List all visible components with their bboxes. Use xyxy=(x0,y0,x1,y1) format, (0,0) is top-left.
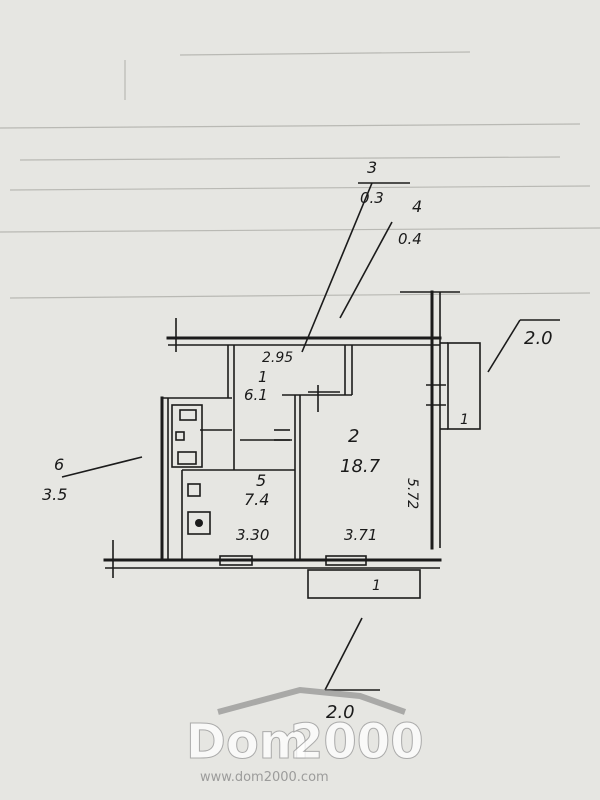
right-side-dimension: 5.72 xyxy=(404,478,420,509)
room-6-area: 3.5 xyxy=(42,485,67,504)
leader-lines xyxy=(61,182,410,478)
background-faint-text xyxy=(0,51,600,299)
bottom-right-dimension: 3.71 xyxy=(344,526,377,544)
balcony-bottom-inner-label: 1 xyxy=(372,578,381,594)
bottom-left-dimension: 3.30 xyxy=(236,526,269,544)
sink-icon xyxy=(175,409,197,441)
room-2-number: 2 xyxy=(348,426,359,447)
room-4-number: 4 xyxy=(412,197,422,216)
room-3-number: 3 xyxy=(367,158,377,177)
dom2000-watermark: Dom 2000 www.dom2000.com xyxy=(186,686,424,785)
watermark-url: www.dom2000.com xyxy=(200,770,329,785)
window-marks xyxy=(219,384,446,566)
walls xyxy=(103,290,460,578)
balcony-right-area: 2.0 xyxy=(524,328,553,349)
top-width-dimension: 2.95 xyxy=(262,350,293,366)
kitchen-sink-icon xyxy=(187,483,201,497)
room-3-area: 0.3 xyxy=(360,189,384,207)
watermark-roof-icon xyxy=(217,686,407,715)
room-2-area: 18.7 xyxy=(340,456,381,477)
stove-icon xyxy=(187,511,211,535)
room-1-number: 1 xyxy=(258,368,268,386)
room-1-area: 6.1 xyxy=(244,386,268,404)
balcony-right-inner-label: 1 xyxy=(460,412,469,428)
room-5-number: 5 xyxy=(256,471,266,490)
bathtub-icon xyxy=(171,404,232,468)
balcony-bottom-area: 2.0 xyxy=(326,702,355,723)
room-5-area: 7.4 xyxy=(244,490,269,509)
watermark-brand-suffix: 2000 xyxy=(290,714,424,770)
balcony-bottom xyxy=(307,569,421,691)
balcony-right xyxy=(440,319,560,430)
room-6-number: 6 xyxy=(54,455,64,474)
watermark-brand-prefix: Dom xyxy=(186,714,309,770)
room-4-area: 0.4 xyxy=(398,230,422,248)
